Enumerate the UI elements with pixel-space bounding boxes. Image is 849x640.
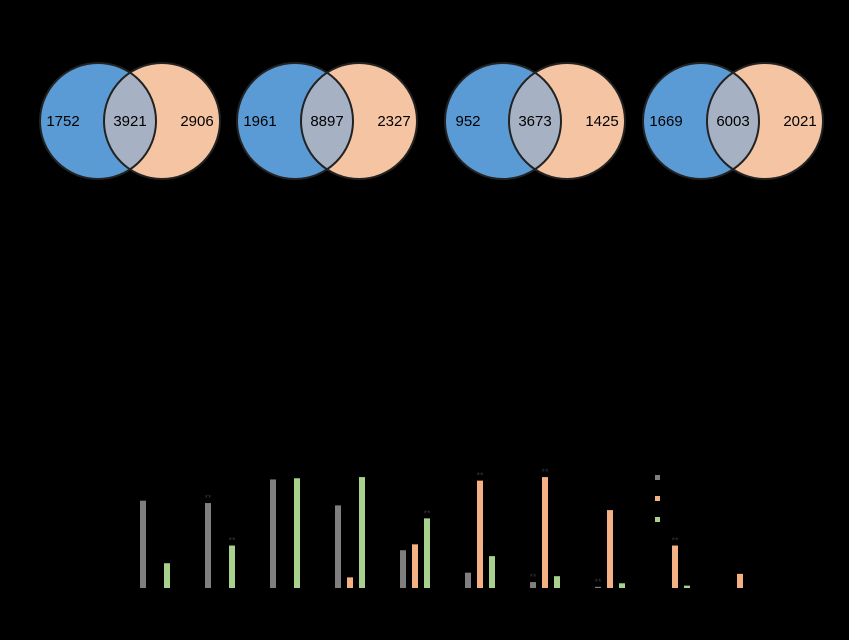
- significance-marker: **: [228, 536, 236, 546]
- venn-outline-left: [236, 62, 354, 180]
- bar-gray: [595, 586, 601, 588]
- bar-gray: [530, 582, 536, 588]
- venn-count-right-only: 2327: [377, 113, 410, 130]
- venn-count-left-only: 952: [455, 113, 480, 130]
- venn-outline-left: [444, 62, 562, 180]
- bar-green: [229, 545, 235, 588]
- significance-marker: **: [423, 508, 431, 518]
- venn-outline-right: [706, 62, 824, 180]
- venn-outline-right: [300, 62, 418, 180]
- bar-orange: [477, 480, 483, 588]
- venn-count-right-only: 2906: [180, 113, 213, 130]
- bar-green: [424, 518, 430, 588]
- bar-green: [489, 556, 495, 588]
- bar-gray: [335, 505, 341, 588]
- bar-gray: [205, 503, 211, 588]
- significance-marker: **: [594, 577, 602, 587]
- venn-count-left-only: 1669: [649, 113, 682, 130]
- venn-diagram-3: 952 3673 1425: [444, 62, 626, 180]
- bar-green: [164, 563, 170, 588]
- significance-marker: **: [529, 572, 537, 582]
- venn-count-overlap: 6003: [716, 113, 749, 130]
- venn-count-right-only: 1425: [585, 113, 618, 130]
- legend-swatch-green: [655, 517, 660, 522]
- venn-diagrams: 1752 3921 2906 1961 8897 2327 952 3673 1425 1669 6…: [39, 62, 824, 180]
- venn-diagram-1: 1752 3921 2906: [39, 62, 221, 180]
- venn-count-left-only: 1752: [46, 113, 79, 130]
- bar-orange: [607, 510, 613, 588]
- bar-orange: [412, 544, 418, 588]
- bar-green: [619, 583, 625, 588]
- venn-count-overlap: 3921: [113, 113, 146, 130]
- bar-chart: ** ** ** ** ** ** ** **: [140, 467, 743, 588]
- bar-gray: [270, 479, 276, 588]
- venn-outline-right: [508, 62, 626, 180]
- bar-green: [294, 478, 300, 588]
- venn-outline-left: [39, 62, 157, 180]
- significance-marker: **: [476, 471, 484, 481]
- venn-overlap-region: [509, 63, 561, 179]
- significance-marker: **: [671, 536, 679, 546]
- bar-green: [554, 576, 560, 588]
- bar-orange: [672, 545, 678, 588]
- venn-outline-left: [642, 62, 760, 180]
- venn-diagram-4: 1669 6003 2021: [642, 62, 824, 180]
- significance-marker: **: [204, 493, 212, 503]
- bar-orange: [347, 577, 353, 588]
- venn-count-right-only: 2021: [783, 113, 816, 130]
- venn-diagram-2: 1961 8897 2327: [236, 62, 418, 180]
- bar-gray: [465, 572, 471, 588]
- bar-orange: [542, 477, 548, 588]
- bar-gray: [400, 550, 406, 588]
- venn-count-overlap: 8897: [310, 113, 343, 130]
- bar-green: [684, 585, 690, 588]
- legend-swatch-orange: [655, 496, 660, 501]
- venn-count-overlap: 3673: [518, 113, 551, 130]
- venn-overlap-region: [707, 63, 759, 179]
- venn-count-left-only: 1961: [243, 113, 276, 130]
- bar-green: [359, 477, 365, 588]
- legend-swatch-gray: [655, 475, 660, 480]
- bar-orange: [737, 573, 743, 588]
- bar-gray: [140, 500, 146, 588]
- venn-overlap-region: [301, 63, 353, 179]
- venn-overlap-region: [104, 63, 156, 179]
- significance-marker: **: [541, 467, 549, 477]
- venn-outline-right: [103, 62, 221, 180]
